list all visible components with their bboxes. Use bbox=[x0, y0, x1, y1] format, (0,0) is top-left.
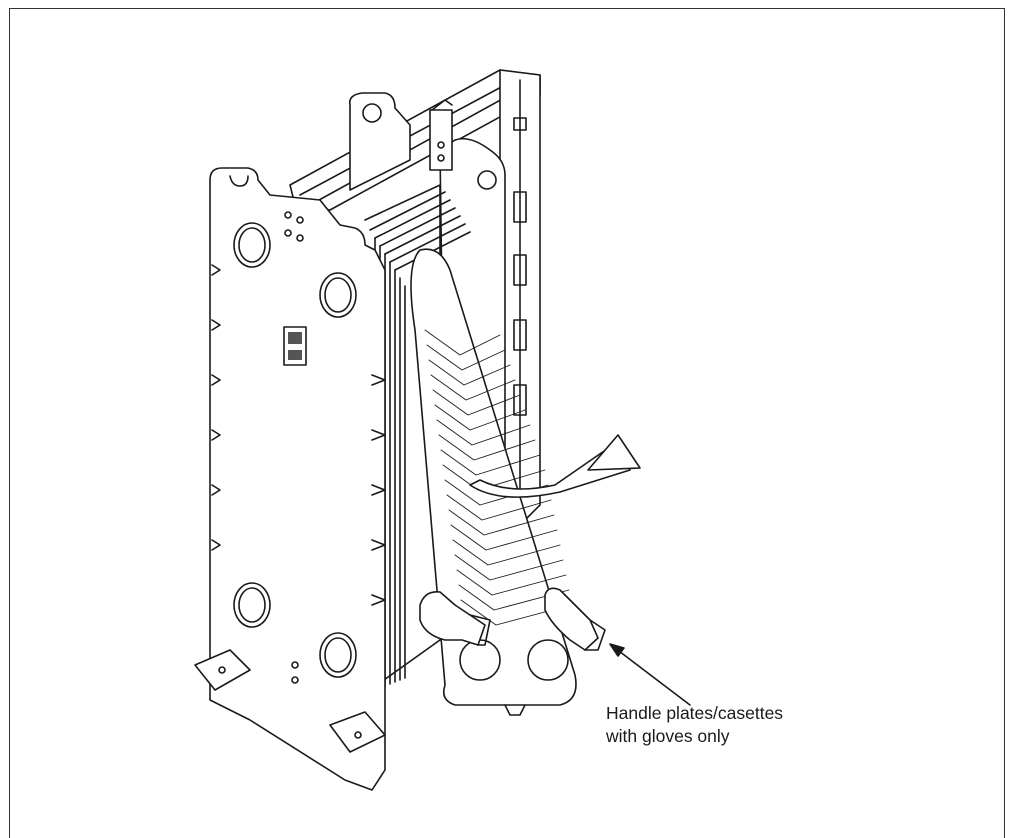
top-hanger bbox=[429, 99, 453, 171]
callout-arrow bbox=[609, 643, 691, 706]
hand-glove-icon bbox=[544, 587, 606, 651]
caption: Handle plates/casettes with gloves only bbox=[606, 702, 783, 748]
caption-line-2: with gloves only bbox=[606, 726, 730, 746]
remove-arrow-icon bbox=[469, 434, 641, 498]
figure-frame bbox=[9, 8, 1005, 838]
gasket-plate bbox=[410, 248, 577, 716]
caption-line-1: Handle plates/casettes bbox=[606, 703, 784, 723]
frame-plate bbox=[194, 167, 386, 791]
support-column bbox=[499, 69, 541, 526]
hand-glove-icon bbox=[419, 590, 491, 646]
